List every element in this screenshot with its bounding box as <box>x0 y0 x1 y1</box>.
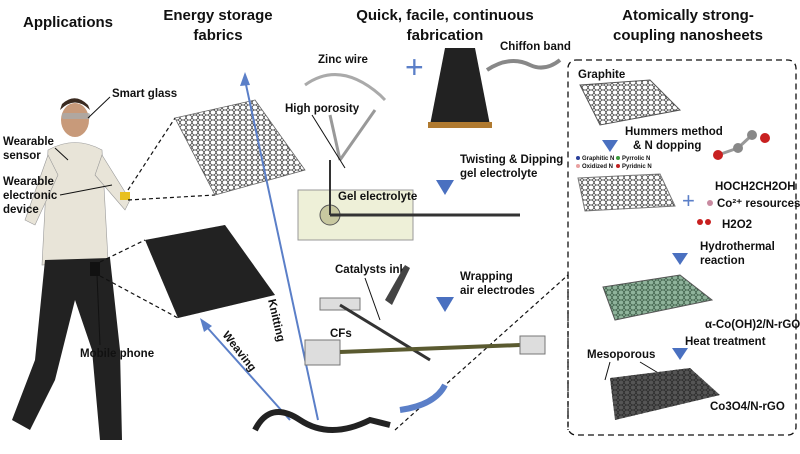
label-sensor-2: sensor <box>3 150 41 162</box>
label-smart-glass: Smart glass <box>112 88 177 100</box>
nanosheet-panel <box>567 59 797 436</box>
svg-text:Pyridnic N: Pyridnic N <box>622 164 652 170</box>
runner-figure <box>12 98 131 440</box>
co-oh-sheet <box>602 274 714 321</box>
label-wrapping-2: air electrodes <box>460 285 535 297</box>
label-coh: α-Co(OH)2/N-rGO <box>705 319 800 331</box>
co-ion-icon <box>707 200 713 206</box>
svg-text:Oxidized N: Oxidized N <box>582 164 613 170</box>
weaving-arrow <box>204 324 291 421</box>
label-hydro-2: reaction <box>700 255 745 267</box>
n-legend: Graphitic N Pyrrolic N Oxidized N Pyridn… <box>576 156 652 170</box>
label-zinc-wire: Zinc wire <box>318 54 368 66</box>
label-twisting-2: gel electrolyte <box>460 168 537 180</box>
label-hummers-2: & N dopping <box>633 140 701 152</box>
label-co-resources: Co²⁺ resources <box>717 198 800 210</box>
fiber-battery <box>252 409 391 433</box>
chiffon-spool <box>430 48 490 125</box>
label-mobile-phone: Mobile phone <box>80 348 154 360</box>
label-hydro-1: Hydrothermal <box>700 241 775 253</box>
heading-energy-2: fabrics <box>193 27 242 44</box>
heading-applications: Applications <box>23 14 113 31</box>
label-mesoporous: Mesoporous <box>587 349 655 361</box>
n-doped-sheet <box>577 173 676 212</box>
heading-fab-1: Quick, facile, continuous <box>356 7 534 24</box>
label-co3o4: Co3O4/N-rGO <box>710 401 785 413</box>
label-h2o2: H2O2 <box>722 219 752 231</box>
heading-nano-1: Atomically strong- <box>622 7 754 24</box>
label-cfs: CFs <box>330 328 352 340</box>
label-graphite: Graphite <box>578 69 625 81</box>
label-heat: Heat treatment <box>685 336 766 348</box>
zinc-wire <box>304 73 387 102</box>
label-sensor-1: Wearable <box>3 136 54 148</box>
graphite-sheet <box>579 79 682 126</box>
plus-icon: + <box>682 188 695 213</box>
label-device-1: Wearable <box>3 176 54 188</box>
label-weaving: Weaving <box>220 329 258 373</box>
heading-fab-2: fabrication <box>407 27 484 44</box>
plus-icon: + <box>405 49 424 85</box>
cf-spool <box>319 297 361 311</box>
label-high-porosity: High porosity <box>285 103 360 115</box>
roller-left <box>304 339 341 366</box>
knitted-fabric <box>174 99 306 196</box>
label-wrapping-1: Wrapping <box>460 271 513 283</box>
label-glycol: HOCH2CH2OH <box>715 181 796 193</box>
heading-energy-1: Energy storage <box>163 7 272 24</box>
label-device-3: device <box>3 204 39 216</box>
leader-lines <box>54 96 113 346</box>
label-twisting-1: Twisting & Dipping <box>460 154 563 166</box>
label-knitting: Knitting <box>265 298 286 343</box>
knitting-arrow <box>244 79 319 421</box>
label-catalysts-ink: Catalysts ink <box>335 264 407 276</box>
svg-text:Pyrrolic N: Pyrrolic N <box>622 156 650 162</box>
ink-pen <box>385 265 410 305</box>
label-hummers-1: Hummers method <box>625 126 723 138</box>
glycol-molecule <box>713 130 770 160</box>
label-device-2: electronic <box>3 190 58 202</box>
label-gel-electrolyte: Gel electrolyte <box>338 191 417 203</box>
svg-text:Graphitic N: Graphitic N <box>582 156 614 162</box>
roller-right <box>519 335 546 355</box>
label-chiffon-band: Chiffon band <box>500 41 571 53</box>
heading-nano-2: coupling nanosheets <box>613 27 763 44</box>
